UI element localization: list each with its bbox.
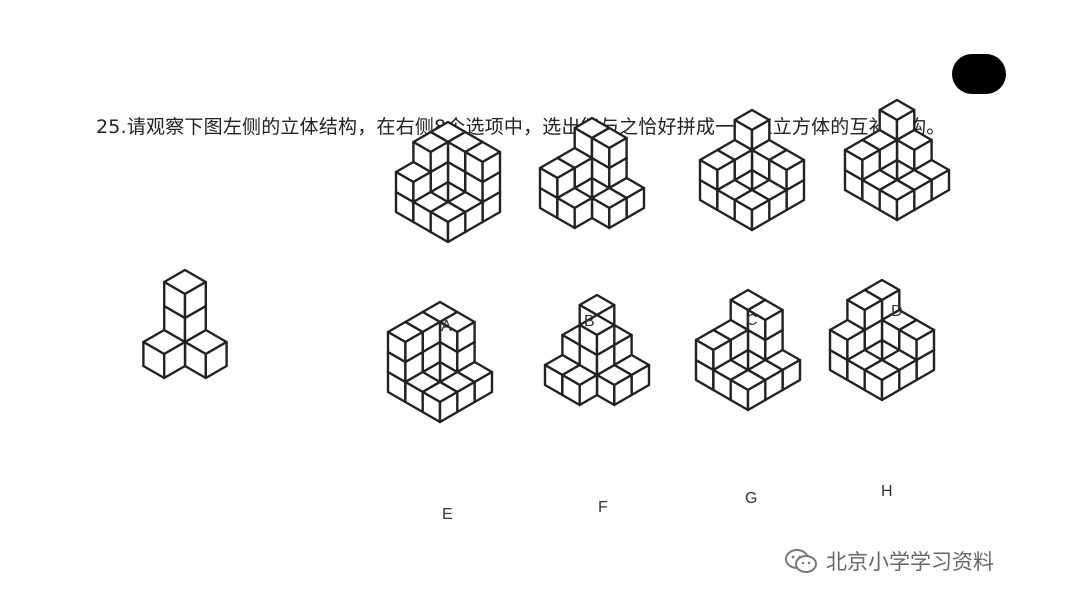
- option-a-figure: [394, 120, 502, 244]
- option-e-label: E: [442, 506, 453, 523]
- option-d-label: D: [891, 303, 903, 320]
- option-a-label: A: [441, 318, 452, 335]
- page-number-redacted: [952, 54, 1006, 94]
- option-c-figure: [698, 108, 806, 232]
- option-f-label: F: [598, 499, 608, 516]
- cube-face: [481, 150, 502, 184]
- wechat-icon: [785, 549, 817, 573]
- cube-face: [573, 196, 594, 230]
- main-structure-figure: [142, 268, 228, 380]
- cube-face: [764, 308, 784, 342]
- cube-face: [404, 330, 424, 364]
- cube-face: [613, 373, 633, 407]
- cube-face: [163, 340, 187, 380]
- cube-face: [785, 158, 806, 192]
- cube-face: [880, 368, 901, 402]
- cube-face: [429, 140, 450, 174]
- option-f-figure: [543, 293, 651, 407]
- cube-face: [895, 188, 916, 222]
- cube-face: [578, 373, 599, 407]
- option-g-label: G: [745, 490, 758, 507]
- option-b-label: B: [584, 313, 595, 330]
- cube-face: [863, 298, 884, 332]
- option-g-figure: [694, 288, 802, 412]
- option-b-figure: [538, 116, 646, 230]
- option-d-figure: [843, 98, 951, 222]
- cube-face: [438, 390, 459, 424]
- cube-face: [608, 196, 628, 230]
- cube-face: [446, 210, 467, 244]
- option-e-figure: [386, 300, 494, 424]
- cube-face: [915, 328, 936, 362]
- question-text: 25.请观察下图左侧的立体结构，在右侧8个选项中，选出能与之恰好拼成一个正立方体…: [96, 116, 946, 138]
- cube-face: [608, 136, 628, 170]
- cube-face: [746, 378, 767, 412]
- cube-face: [595, 323, 616, 357]
- cube-face: [456, 320, 476, 354]
- option-h-figure: [828, 278, 936, 402]
- watermark: 北京小学学习资料: [784, 546, 994, 576]
- option-h-label: H: [881, 483, 893, 500]
- cube-face: [183, 280, 207, 320]
- cube-face: [204, 340, 228, 380]
- watermark-text: 北京小学学习资料: [826, 550, 994, 574]
- cube-face: [750, 198, 771, 232]
- option-c-label: C: [746, 312, 758, 329]
